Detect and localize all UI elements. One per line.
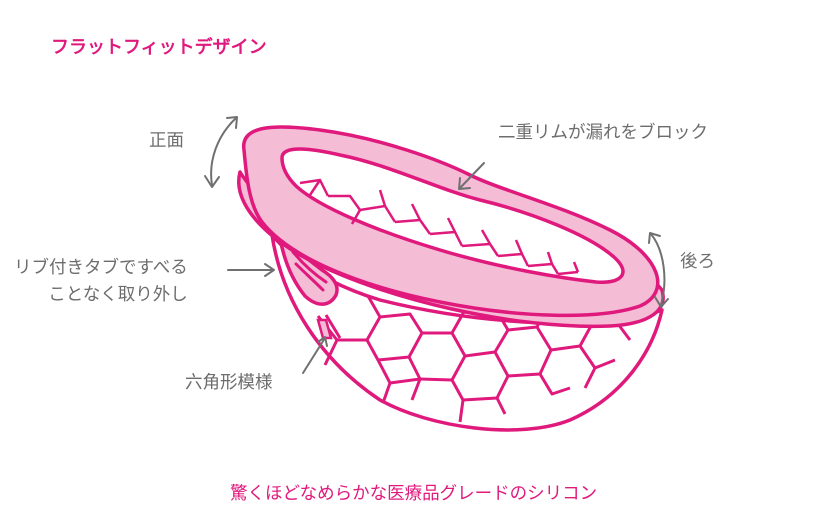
label-double-rim: 二重リムが漏れをブロック (498, 123, 708, 143)
front-rotate-arrow-icon (204, 116, 238, 188)
upper-rim (242, 125, 660, 318)
back-rotate-arrow-icon (648, 232, 669, 308)
annotation-arrows (204, 116, 669, 374)
label-hexagon: 六角形模様 (185, 373, 273, 393)
label-ribbed-tab-line2: ことなく取り外し (48, 285, 188, 305)
cup-body (270, 233, 664, 432)
label-ribbed-tab: リブ付きタブですべる ことなく取り外し (14, 255, 188, 309)
tab-pointer-arrow-icon (227, 263, 275, 277)
inner-hexagons (299, 178, 580, 276)
rim-pointer-arrow-icon (458, 162, 485, 190)
hexagon-pointer-arrow-icon (302, 336, 328, 374)
page-title: フラットフィットデザイン (51, 37, 267, 58)
footer-caption: 驚くほどなめらかな医療品グレードのシリコン (230, 484, 598, 504)
label-front: 正面 (149, 131, 184, 151)
label-back: 後ろ (680, 252, 715, 272)
label-ribbed-tab-line1: リブ付きタブですべる (14, 258, 188, 278)
